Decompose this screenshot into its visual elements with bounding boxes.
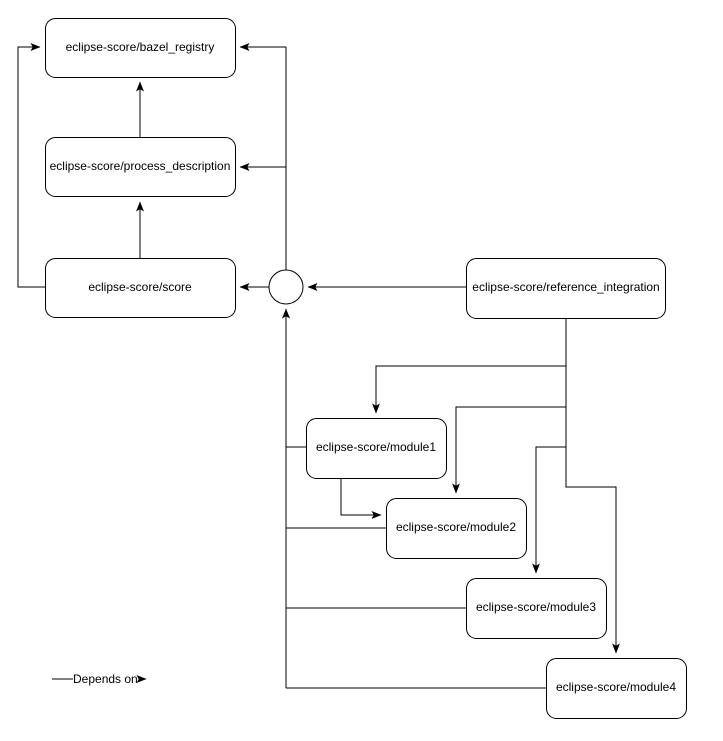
- node-bazel-registry-label: eclipse-score/bazel_registry: [66, 40, 215, 54]
- legend-label: Depends on: [73, 672, 138, 686]
- node-reference-integration[interactable]: eclipse-score/reference_integration: [466, 258, 666, 319]
- nodes-layer: eclipse-score/bazel_registry eclipse-sco…: [45, 18, 687, 719]
- legend: Depends on: [52, 672, 147, 686]
- node-module2-label: eclipse-score/module2: [396, 520, 516, 534]
- edge-reference-integration-trunk: [565, 318, 617, 653]
- edge-module1-to-module2: [340, 478, 382, 519]
- node-module2-box[interactable]: [386, 498, 527, 559]
- node-module3-box[interactable]: [466, 578, 607, 639]
- edge-reference-integration-to-module1: [372, 365, 566, 414]
- node-module4-box[interactable]: [546, 658, 687, 719]
- node-bazel-registry-box[interactable]: [45, 18, 236, 78]
- node-module3[interactable]: eclipse-score/module3: [466, 578, 607, 639]
- node-process-description[interactable]: eclipse-score/process_description: [45, 137, 236, 197]
- node-score-label: eclipse-score/score: [88, 280, 192, 294]
- merge-junction-circle[interactable]: [268, 269, 304, 305]
- node-bazel-registry[interactable]: eclipse-score/bazel_registry: [45, 18, 236, 78]
- node-module1-label: eclipse-score/module1: [316, 440, 436, 454]
- node-score[interactable]: eclipse-score/score: [45, 258, 236, 318]
- node-module2[interactable]: eclipse-score/module2: [386, 498, 527, 559]
- node-module1[interactable]: eclipse-score/module1: [306, 418, 447, 479]
- node-process-description-label: eclipse-score/process_description: [50, 159, 231, 173]
- edges-layer: [17, 43, 620, 689]
- edge-reference-integration-to-module2: [452, 406, 566, 494]
- node-reference-integration-label: eclipse-score/reference_integration: [472, 280, 659, 294]
- node-module1-box[interactable]: [306, 418, 447, 479]
- node-module4[interactable]: eclipse-score/module4: [546, 658, 687, 719]
- node-process-description-box[interactable]: [45, 137, 236, 197]
- edge-reference-integration-to-module3: [532, 446, 566, 574]
- edge-score-to-bazel-registry: [17, 43, 45, 288]
- node-reference-integration-box[interactable]: [466, 258, 666, 319]
- node-module3-label: eclipse-score/module3: [476, 600, 596, 614]
- node-score-box[interactable]: [45, 258, 236, 318]
- node-module4-label: eclipse-score/module4: [556, 680, 676, 694]
